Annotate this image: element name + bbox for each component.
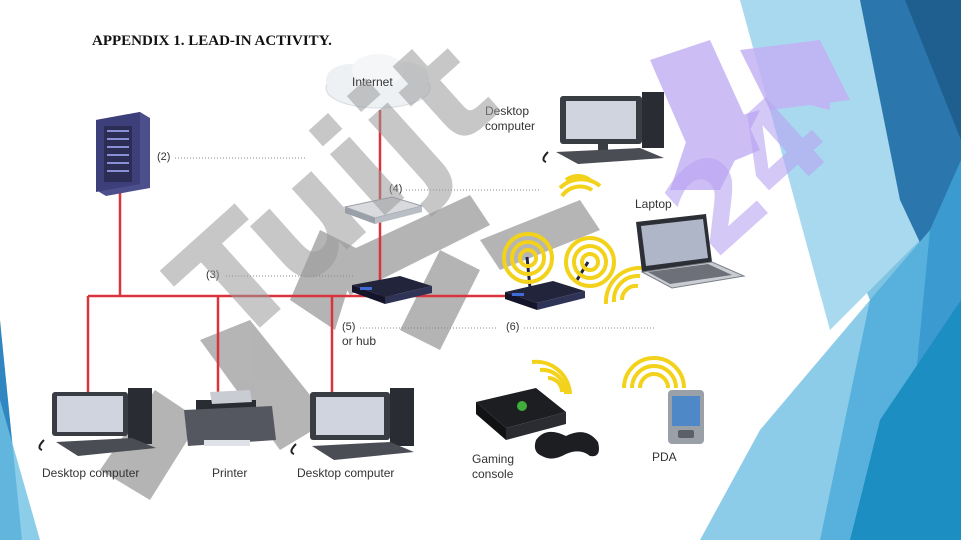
wifi-signal-laptop xyxy=(603,265,643,305)
blank-3-marker: (3) xyxy=(206,269,220,281)
laptop-device xyxy=(636,214,746,289)
wifi-signals xyxy=(502,174,686,395)
watermark-purple-shapes xyxy=(650,40,850,190)
router-wired xyxy=(352,276,432,304)
blank-lines xyxy=(175,157,656,329)
label-printer: Printer xyxy=(212,466,248,480)
label-desktop-top-line1: Desktop xyxy=(485,104,530,118)
label-laptop: Laptop xyxy=(635,197,672,211)
pda-device xyxy=(668,390,704,444)
decorative-facets-left xyxy=(0,320,40,540)
blank-6-marker: (6) xyxy=(506,321,520,333)
label-desktop-left: Desktop computer xyxy=(42,466,140,480)
wifi-signal-pda xyxy=(622,356,686,389)
wifi-signal-desktop xyxy=(558,174,602,198)
network-cables xyxy=(86,110,520,392)
wifi-signal-router-left xyxy=(502,232,554,284)
desktop-computer-top xyxy=(542,92,664,164)
server-rack xyxy=(96,112,150,196)
label-gaming-line2: console xyxy=(472,467,514,481)
label-desktop-center: Desktop computer xyxy=(297,466,395,480)
label-or-hub: or hub xyxy=(342,334,377,348)
wifi-signal-console xyxy=(531,359,572,395)
desktop-computer-center xyxy=(290,388,414,460)
internet-cloud xyxy=(325,54,431,109)
blank-2-marker: (2) xyxy=(157,151,171,163)
gaming-console xyxy=(476,388,599,459)
label-gaming-line1: Gaming xyxy=(472,452,515,466)
modem-device xyxy=(343,196,424,224)
blank-4-marker: (4) xyxy=(389,183,403,195)
desktop-computer-left xyxy=(38,388,156,456)
label-internet: Internet xyxy=(352,75,393,89)
label-pda: PDA xyxy=(652,450,677,464)
blank-5-marker: (5) xyxy=(342,321,356,333)
wifi-signal-router-right xyxy=(564,236,616,288)
label-desktop-top-line2: computer xyxy=(485,119,536,133)
printer-device xyxy=(184,390,276,446)
page-title: APPENDIX 1. LEAD-IN ACTIVITY. xyxy=(92,33,332,49)
